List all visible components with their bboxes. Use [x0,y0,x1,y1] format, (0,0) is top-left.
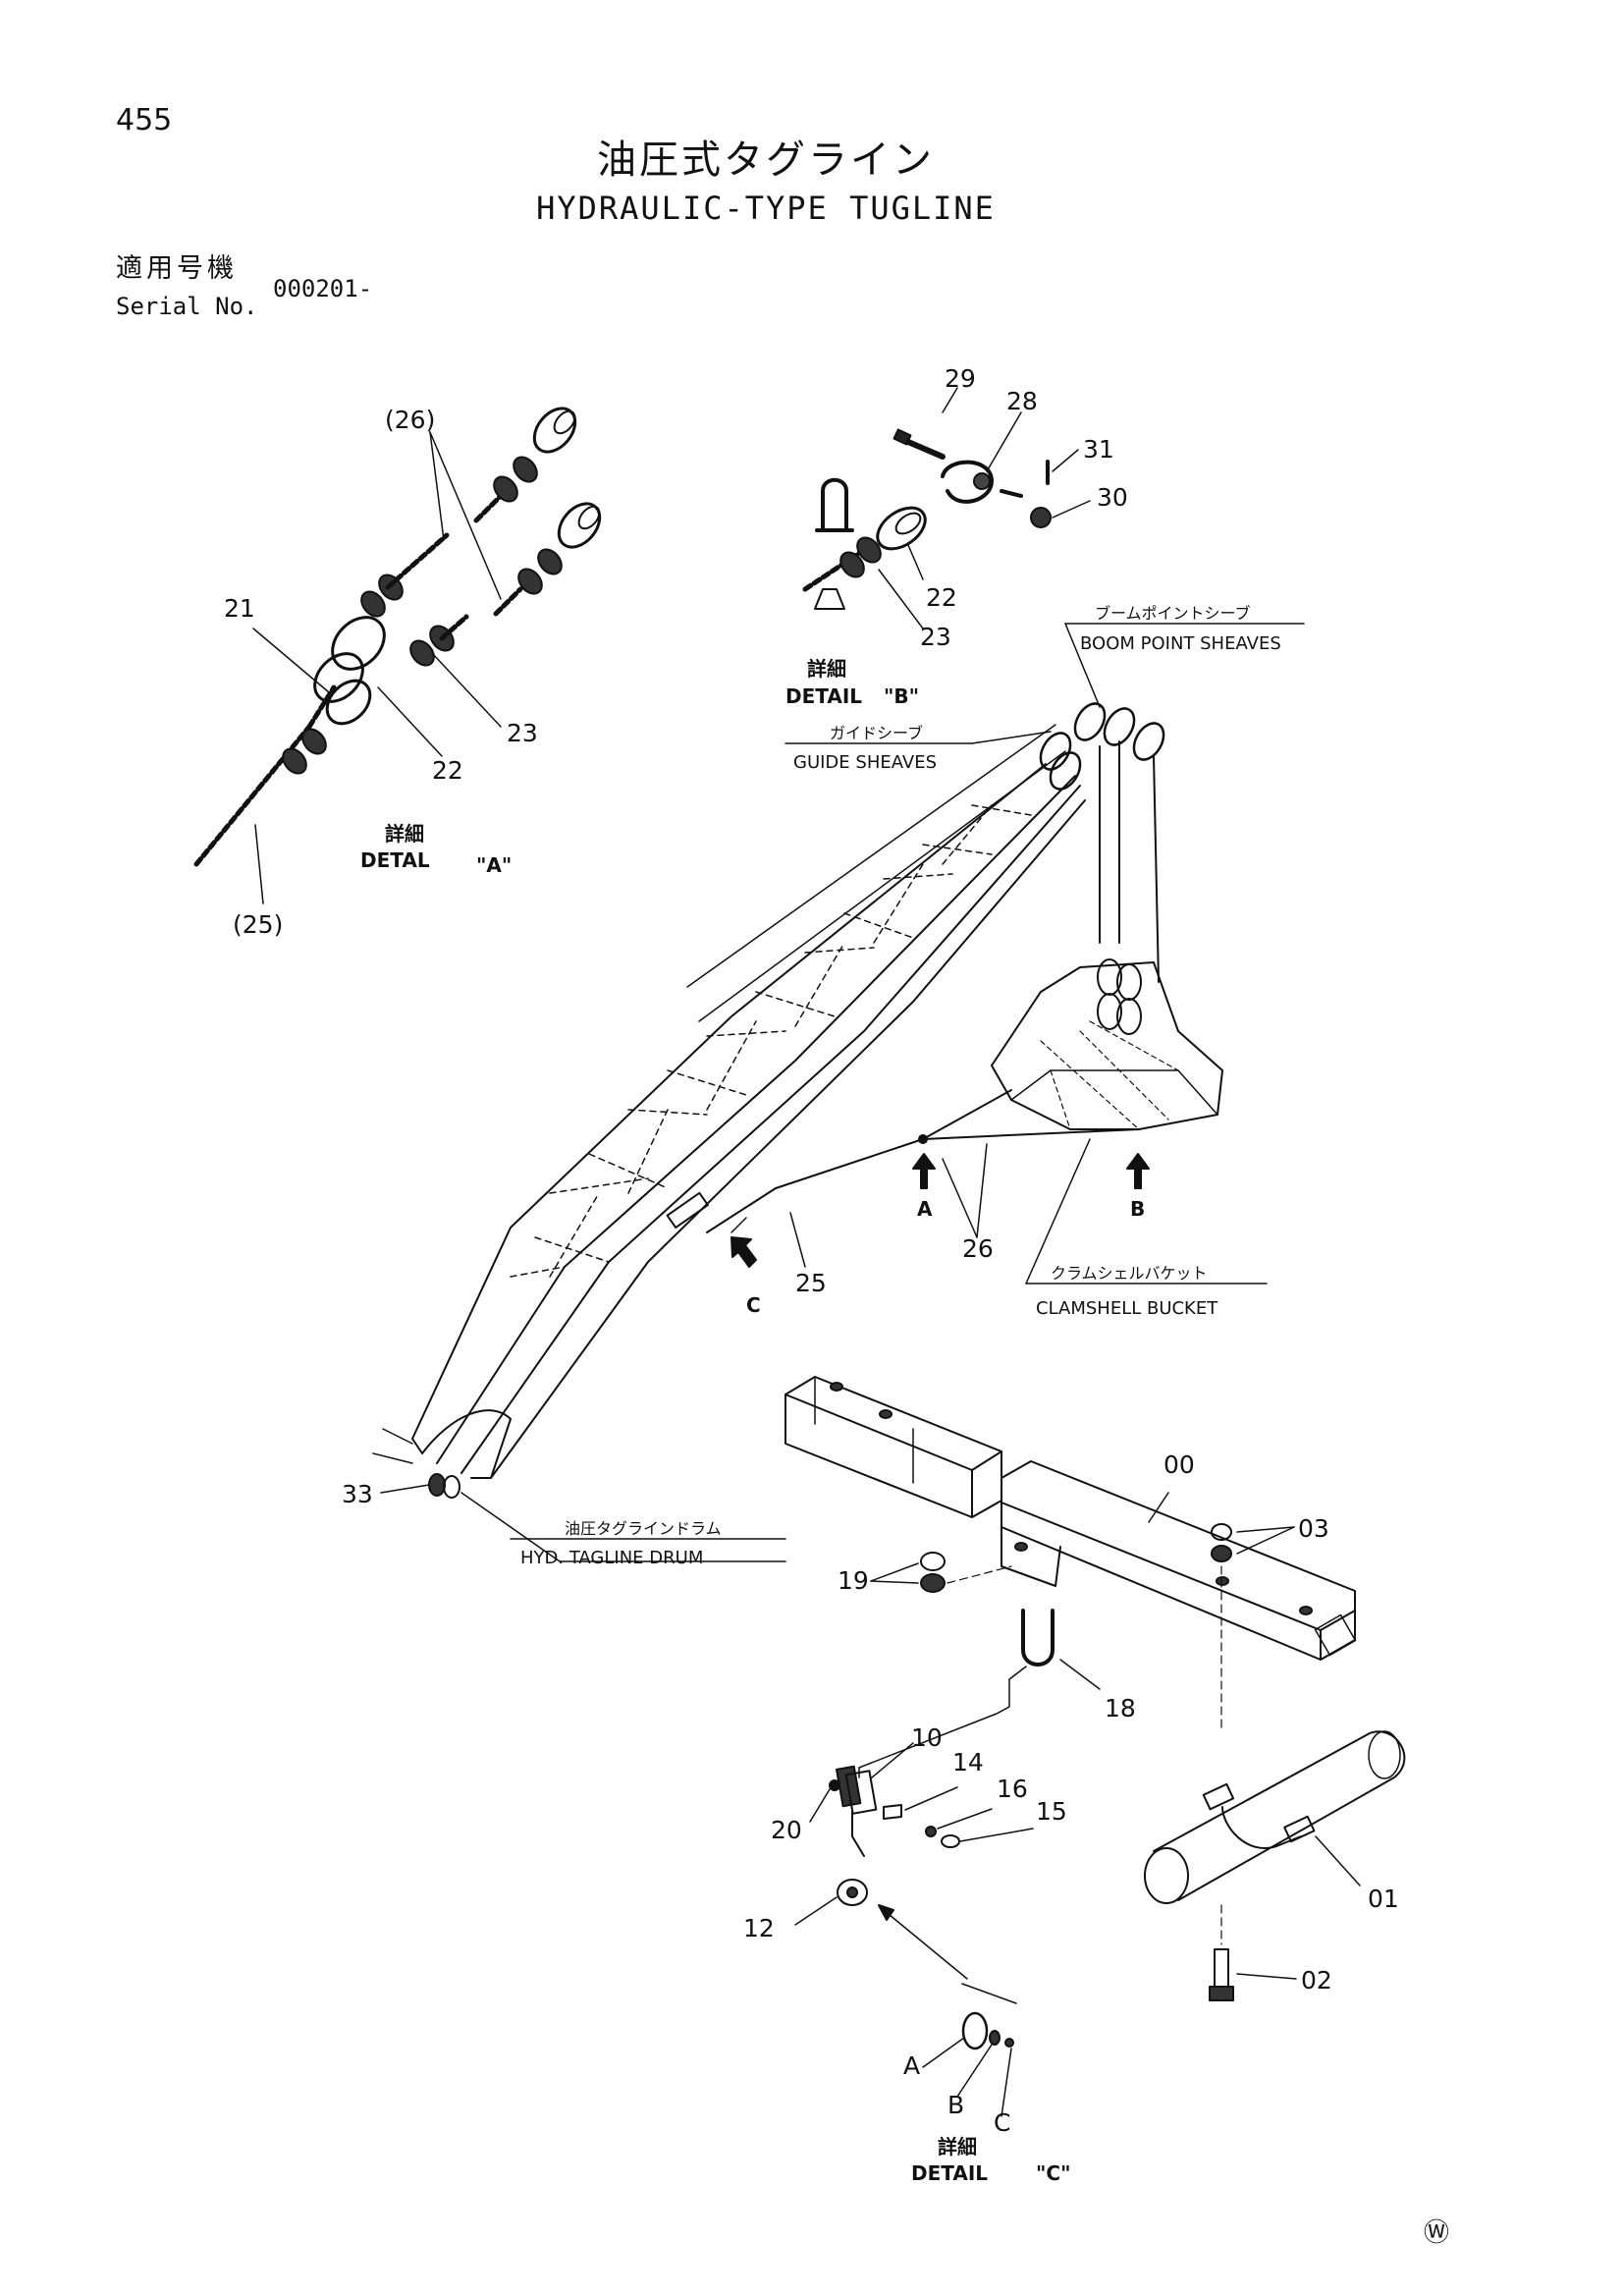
label-19: 19 [838,1566,869,1595]
clamshell-bucket-jp: クラムシェルバケット [1051,1264,1208,1283]
part-number-labels: (26) 21 23 22 (25) 29 28 31 30 22 23 25 … [224,364,1399,1995]
detail-b-jp: 詳細 [807,657,846,681]
label-12: 12 [743,1914,775,1942]
label-14: 14 [952,1748,984,1777]
label-23-b: 23 [920,623,951,651]
detail-c-letter-b: B [947,2091,964,2119]
label-10: 10 [911,1723,943,1752]
tagline-drum-jp: 油圧タグラインドラム [565,1519,722,1538]
serial-number-value: 000201- [273,275,373,302]
detail-titles: 詳細 DETAL "A" 詳細 DETAIL "B" 詳細 DETAIL "C" [360,657,1071,2185]
boom-foot-pins [380,1473,786,1562]
title-english: HYDRAULIC-TYPE TUGLINE [536,190,996,227]
caption-labels: ブームポイントシーブ BOOM POINT SHEAVES ガイドシーブ GUI… [520,604,1281,1568]
detail-a-jp: 詳細 [385,822,424,846]
label-29: 29 [945,364,976,393]
label-25: 25 [795,1269,827,1297]
detail-b-en: DETAIL [785,684,862,708]
label-20: 20 [771,1816,802,1844]
view-arrow-b-label: B [1130,1197,1145,1221]
detail-b-mark: "B" [884,684,919,708]
rope-clamp-assembly [794,1742,1034,1980]
caption-rules [510,623,1305,1540]
label-21: 21 [224,594,255,623]
mount-frame [784,1376,1406,2001]
label-22-a: 22 [432,756,463,785]
label-18: 18 [1105,1694,1136,1722]
label-03: 03 [1298,1514,1329,1543]
label-25-paren: (25) [233,910,283,939]
label-02: 02 [1301,1966,1332,1995]
label-15: 15 [1036,1797,1067,1826]
detail-a-en: DETAL [360,848,430,872]
detail-c-mark: "C" [1036,2161,1071,2185]
detail-a-rope-assembly [193,407,602,904]
boom-point-sheaves-jp: ブームポイントシーブ [1095,604,1251,623]
tagline-drum-en: HYD. TAGLINE DRUM [520,1548,703,1568]
view-arrow-a-label: A [917,1197,933,1221]
label-28: 28 [1006,387,1038,415]
boom-lattice [372,702,1165,1479]
label-00: 00 [1163,1450,1195,1479]
label-22-b: 22 [926,583,957,612]
detail-a-mark: "A" [476,853,512,877]
serial-label-english: Serial No. [116,293,258,320]
label-31: 31 [1083,435,1114,464]
label-23-a: 23 [507,719,538,747]
title-japanese: 油圧式タグライン [597,137,935,183]
label-01: 01 [1368,1885,1399,1913]
clamshell-bucket-en: CLAMSHELL BUCKET [1036,1298,1218,1319]
view-arrow-c-label: C [746,1293,761,1317]
view-arrow-labels: A B C A B C [746,1197,1145,2137]
detail-b-socket-assembly [802,387,1091,629]
detail-c-assembly [922,1983,1017,2117]
detail-c-letter-a: A [903,2051,920,2080]
clamshell-bucket [991,740,1223,1130]
label-33: 33 [342,1480,373,1508]
detail-c-letter-c: C [994,2108,1010,2137]
detail-c-en: DETAIL [911,2161,988,2185]
boom-point-sheaves-en: BOOM POINT SHEAVES [1080,633,1281,654]
label-26: 26 [962,1234,994,1263]
tag-ropes [706,1089,1150,1268]
page-number: 455 [116,103,173,137]
label-26-paren: (26) [385,406,435,434]
serial-label-japanese: 適用号機 [116,253,238,284]
guide-sheaves-en: GUIDE SHEAVES [793,752,937,773]
guide-sheaves-jp: ガイドシーブ [830,724,923,742]
footer-mark: Ⓦ [1424,2218,1449,2248]
label-16: 16 [997,1775,1028,1803]
detail-c-jp: 詳細 [938,2135,977,2159]
label-30: 30 [1097,483,1128,512]
